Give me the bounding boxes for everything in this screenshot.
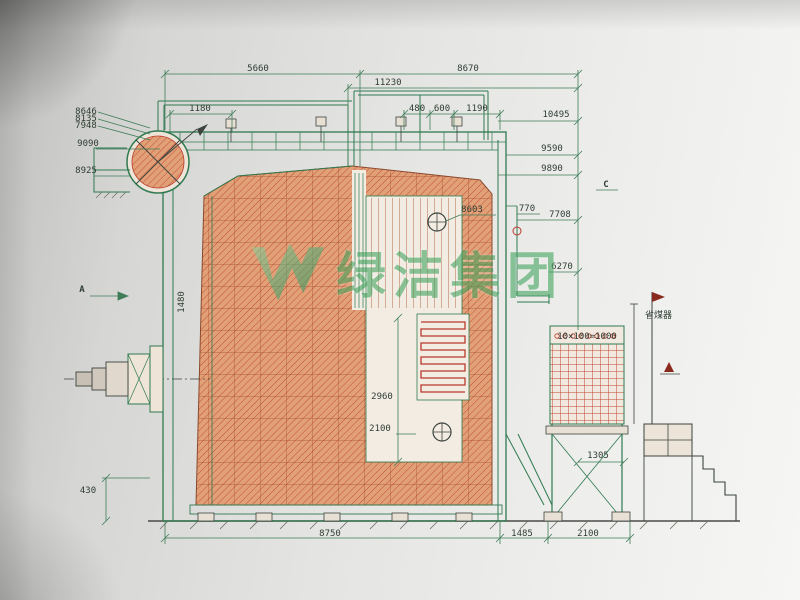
stack-poles — [630, 292, 680, 424]
access-stairs — [643, 423, 737, 521]
ground-line — [148, 520, 740, 530]
dim-label-9590: 9590 — [541, 144, 563, 154]
furnace-exit-screen — [352, 170, 366, 310]
drum-support-bracket — [93, 147, 130, 193]
dim-label-2100-mid: 2100 — [369, 424, 391, 434]
dim-label-8670: 8670 — [457, 64, 479, 74]
dim-label-7948: 7948 — [75, 121, 97, 131]
dimension-labels: 5660 8670 11230 1180 480 600 1190 10495 … — [75, 64, 609, 539]
dim-label-1180: 1180 — [189, 104, 211, 114]
economizer-note: 10×100=1000 — [557, 332, 617, 342]
dim-label-8925: 8925 — [75, 166, 97, 176]
drum-flag-marker — [197, 124, 208, 136]
dimension-lines — [90, 69, 635, 544]
safety-valves — [225, 116, 463, 142]
steam-piping — [157, 90, 489, 166]
rear-pass — [365, 195, 470, 463]
dim-label-8750: 8750 — [319, 529, 341, 539]
dim-label-6270: 6270 — [551, 262, 573, 272]
burner-assembly — [64, 345, 210, 413]
dim-label-8135: 8135 — [75, 114, 97, 124]
dim-label-2960: 2960 — [371, 392, 393, 402]
steam-drum — [93, 124, 208, 199]
dim-label-600: 600 — [434, 104, 450, 114]
dim-label-430: 430 — [80, 486, 96, 496]
dim-label-10495: 10495 — [542, 110, 569, 120]
convection-tube-bank — [367, 198, 461, 308]
economizer-coil-bank — [549, 343, 625, 425]
dim-label-770: 770 — [519, 204, 535, 214]
dim-label-8646: 8646 — [75, 107, 97, 117]
bottom-supports — [189, 433, 553, 522]
dim-label-11230: 11230 — [374, 78, 401, 88]
dim-label-1305: 1305 — [587, 451, 609, 461]
dim-label-8603: 8603 — [461, 205, 483, 215]
ash-duct — [505, 433, 553, 506]
burner-motor — [75, 371, 93, 387]
dim-label-1480: 1480 — [177, 291, 187, 313]
pole-flag — [652, 292, 665, 302]
downcomer-pipe — [506, 205, 550, 304]
section-marker-a: A — [79, 285, 85, 295]
economizer-label: 省煤器 — [645, 309, 672, 321]
section-marker — [664, 362, 674, 372]
economizer: 10×100=1000 省煤器 — [543, 309, 672, 522]
superheater-coil — [420, 321, 466, 393]
dim-label-1485: 1485 — [511, 529, 533, 539]
dim-label-480: 480 — [409, 104, 425, 114]
dim-label-9890: 9890 — [541, 164, 563, 174]
economizer-header-tubes — [554, 333, 616, 339]
dim-label-7708: 7708 — [549, 210, 571, 220]
dim-label-1190: 1190 — [466, 104, 488, 114]
dim-label-9090: 9090 — [77, 139, 99, 149]
section-marker-c: C — [603, 180, 608, 190]
dim-label-5660: 5660 — [247, 64, 269, 74]
dim-label-2100-bottom: 2100 — [577, 529, 599, 539]
